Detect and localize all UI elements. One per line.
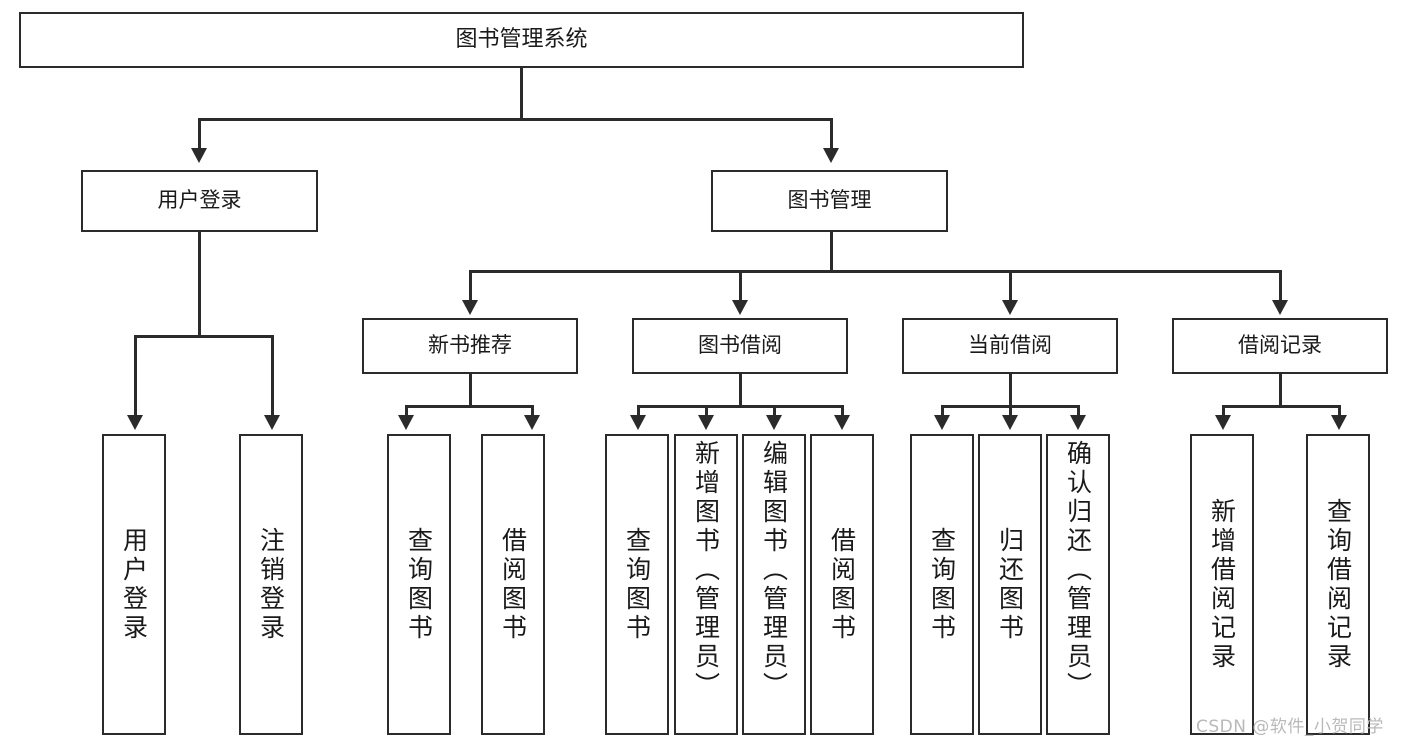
leaf-borrow-book[interactable]: 借阅图书 [810,434,874,735]
connector-borrow-leaf4 [841,405,844,417]
leaf-query-book-borrow[interactable]: 查询图书 [605,434,669,735]
leaf-edit-book-admin[interactable]: 编辑图书（管理员） [742,434,806,735]
arrowhead-borrow-leaf2 [698,415,714,430]
connector-bookmgr-stem [830,232,833,272]
node-user-login[interactable]: 用户登录 [81,170,318,232]
node-label: 查询借阅记录 [1323,497,1353,672]
node-label: 借阅图书 [827,526,857,643]
node-borrow-record[interactable]: 借阅记录 [1172,318,1388,374]
connector-record-leaf2 [1338,405,1341,417]
leaf-query-book-current[interactable]: 查询图书 [910,434,974,735]
arrowhead-current-leaf3 [1070,415,1086,430]
connector-current-leaf2 [1009,405,1012,417]
arrowhead-record-leaf1 [1215,415,1231,430]
connector-newrec-stem [469,374,472,407]
node-label: 当前借阅 [968,333,1052,358]
leaf-borrow-book-newrec[interactable]: 借阅图书 [481,434,545,735]
connector-current-leaf1 [941,405,944,417]
node-label: 借阅记录 [1238,333,1322,358]
arrowhead-record-leaf2 [1331,415,1347,430]
arrowhead-bookmgr-newrec [462,300,478,315]
arrowhead-root-to-bookmgr [823,148,839,163]
connector-bookmgr-to-current [1009,270,1012,303]
connector-borrow-bus [637,405,841,408]
arrowhead-newrec-leaf2 [524,415,540,430]
node-root-system[interactable]: 图书管理系统 [19,12,1024,68]
connector-record-bus [1222,405,1338,408]
node-label: 用户登录 [157,188,242,213]
leaf-add-borrow-record[interactable]: 新增借阅记录 [1190,434,1254,735]
connector-borrow-leaf2 [705,405,708,417]
leaf-query-borrow-record[interactable]: 查询借阅记录 [1306,434,1370,735]
node-book-borrow[interactable]: 图书借阅 [632,318,848,374]
connector-newrec-leaf1 [405,405,408,417]
connector-root-to-login [198,118,201,151]
connector-bookmgr-to-newrec [469,270,472,303]
node-current-borrow[interactable]: 当前借阅 [902,318,1118,374]
connector-current-leaf3 [1077,405,1080,417]
node-new-book-recommend[interactable]: 新书推荐 [362,318,578,374]
arrowhead-root-to-login [191,148,207,163]
connector-record-leaf1 [1222,405,1225,417]
connector-bookmgr-to-record [1279,270,1282,303]
node-label: 新书推荐 [428,333,512,358]
arrowhead-bookmgr-record [1272,300,1288,315]
arrowhead-login-leaf1 [127,415,143,430]
connector-newrec-bus [405,405,533,408]
node-label: 编辑图书（管理员） [759,440,789,701]
arrowhead-bookmgr-current [1002,300,1018,315]
arrowhead-login-leaf2 [264,415,280,430]
leaf-logout-login[interactable]: 注销登录 [239,434,303,735]
node-label: 新增图书（管理员） [691,440,721,701]
leaf-query-book-newrec[interactable]: 查询图书 [387,434,451,735]
node-label: 用户登录 [119,526,149,643]
node-label: 图书借阅 [698,333,782,358]
connector-current-stem [1009,374,1012,407]
connector-root-stem [520,68,523,120]
connector-bookmgr-to-borrow [739,270,742,303]
connector-borrow-stem [739,374,742,407]
node-label: 图书管理系统 [455,26,588,52]
csdn-watermark: CSDN @软件_小贺同学 [1196,717,1384,737]
leaf-return-book[interactable]: 归还图书 [978,434,1042,735]
connector-record-stem [1279,374,1282,407]
connector-borrow-leaf1 [637,405,640,417]
node-label: 图书管理 [787,188,872,213]
connector-login-bus [134,335,271,338]
arrowhead-current-leaf2 [1002,415,1018,430]
connector-borrow-leaf3 [773,405,776,417]
leaf-confirm-return-admin[interactable]: 确认归还（管理员） [1046,434,1110,735]
arrowhead-bookmgr-borrow [732,300,748,315]
node-book-management[interactable]: 图书管理 [711,170,948,232]
connector-root-bus [198,118,832,121]
connector-login-stem [198,232,201,337]
connector-login-to-leaf2 [271,335,274,417]
node-label: 归还图书 [995,526,1025,643]
node-label: 注销登录 [256,526,286,643]
leaf-add-book-admin[interactable]: 新增图书（管理员） [674,434,738,735]
node-label: 确认归还（管理员） [1063,440,1093,701]
node-label: 查询图书 [622,526,652,643]
arrowhead-borrow-leaf1 [630,415,646,430]
connector-login-to-leaf1 [134,335,137,417]
node-label: 查询图书 [927,526,957,643]
node-label: 新增借阅记录 [1207,497,1237,672]
leaf-user-login[interactable]: 用户登录 [102,434,166,735]
arrowhead-newrec-leaf1 [398,415,414,430]
connector-bookmgr-bus [469,270,1281,273]
connector-newrec-leaf2 [531,405,534,417]
node-label: 借阅图书 [498,526,528,643]
arrowhead-borrow-leaf4 [834,415,850,430]
connector-root-to-bookmgr [830,118,833,151]
arrowhead-borrow-leaf3 [766,415,782,430]
arrowhead-current-leaf1 [934,415,950,430]
node-label: 查询图书 [404,526,434,643]
